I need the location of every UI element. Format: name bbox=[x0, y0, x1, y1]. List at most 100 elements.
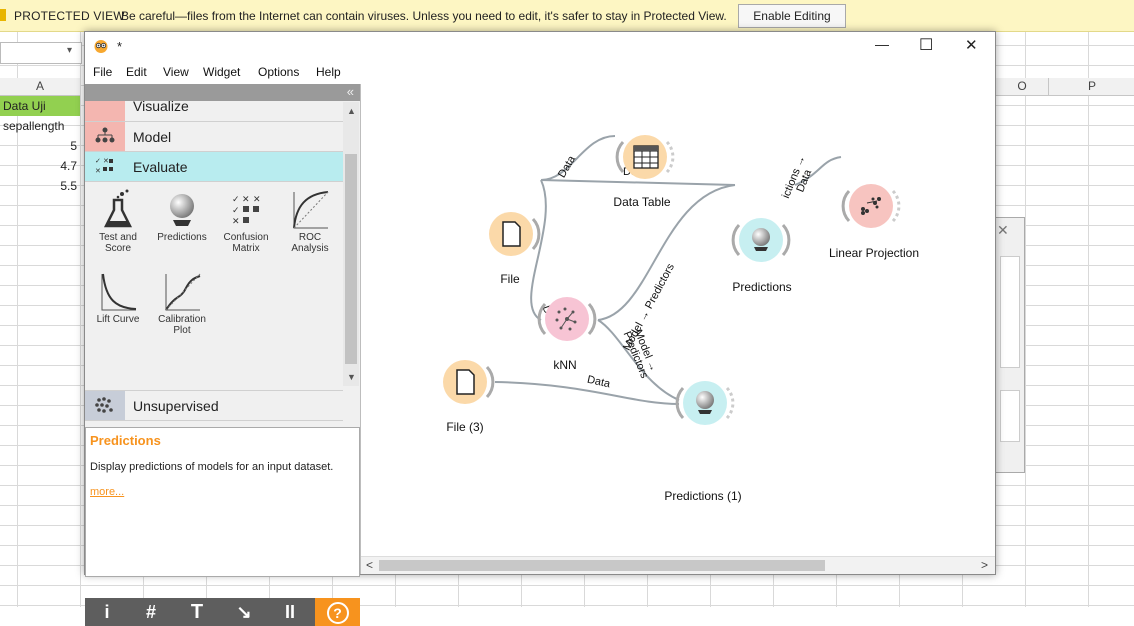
node-label-data-table: Data Table bbox=[613, 195, 671, 209]
category-visualize[interactable]: Visualize bbox=[85, 101, 343, 122]
close-icon[interactable]: ✕ bbox=[997, 222, 1009, 238]
chevron-down-icon[interactable]: ▼ bbox=[347, 372, 356, 382]
evaluate-icon: ✓✕✕ bbox=[85, 152, 125, 181]
svg-text:✕: ✕ bbox=[103, 157, 109, 165]
widget-dock: « ▲ ▼ Visualize Model ✓✕✕ Evaluate bbox=[85, 84, 361, 626]
node-file-3[interactable] bbox=[441, 357, 495, 407]
category-label: Evaluate bbox=[133, 159, 188, 175]
minimize-button[interactable]: — bbox=[875, 36, 889, 52]
tool-confusion-matrix[interactable]: ✓✕✕✓✕ Confusion Matrix bbox=[214, 188, 278, 254]
menu-options[interactable]: Options bbox=[258, 65, 300, 79]
knn-icon bbox=[537, 297, 597, 341]
cell-a5[interactable]: 5.5 bbox=[60, 179, 77, 193]
column-header-a[interactable]: A bbox=[0, 78, 80, 96]
link-file3-predictions1 bbox=[494, 381, 680, 405]
cell-a2[interactable]: sepallength bbox=[3, 119, 65, 133]
background-dialog: ✕ bbox=[993, 217, 1025, 473]
column-header-o[interactable]: O bbox=[995, 78, 1048, 96]
maximize-button[interactable]: ☐ bbox=[919, 37, 934, 54]
node-data-table[interactable] bbox=[615, 132, 677, 184]
tool-label: Lift Curve bbox=[96, 314, 140, 325]
svg-text:✓: ✓ bbox=[232, 206, 240, 216]
link-predictions-linproj bbox=[794, 156, 842, 186]
category-evaluate[interactable]: ✓✕✕ Evaluate bbox=[85, 152, 343, 182]
arrow-annotation-button[interactable]: ↘ bbox=[236, 602, 252, 622]
chevron-left-icon[interactable]: < bbox=[366, 558, 374, 572]
dock-header: « bbox=[85, 84, 360, 101]
tool-roc-analysis[interactable]: ROC Analysis bbox=[278, 188, 342, 254]
menu-file[interactable]: File bbox=[93, 65, 113, 79]
node-predictions[interactable] bbox=[731, 215, 793, 267]
tool-lift-curve[interactable]: Lift Curve bbox=[86, 270, 150, 325]
tool-label: Calibration Plot bbox=[158, 314, 206, 336]
chevron-right-icon[interactable]: > bbox=[981, 558, 989, 572]
orange-logo-icon bbox=[94, 40, 108, 53]
document-icon bbox=[443, 360, 495, 404]
model-icon bbox=[85, 122, 125, 151]
node-file[interactable] bbox=[487, 209, 541, 259]
text-annotation-button[interactable]: T bbox=[190, 601, 204, 623]
enable-editing-button[interactable]: Enable Editing bbox=[738, 4, 846, 28]
chevron-down-icon: ▾ bbox=[67, 45, 73, 56]
cell-a3[interactable]: 5 bbox=[70, 139, 77, 153]
tool-label: Confusion Matrix bbox=[223, 232, 269, 254]
name-box[interactable]: ▾ bbox=[0, 42, 82, 64]
category-model[interactable]: Model bbox=[85, 122, 343, 152]
svg-text:✕: ✕ bbox=[95, 167, 101, 175]
menu-edit[interactable]: Edit bbox=[126, 65, 147, 79]
category-unsupervised[interactable]: Unsupervised bbox=[85, 390, 343, 421]
workflow-canvas[interactable]: Data Data Data Model → Predictors Model … bbox=[361, 84, 995, 574]
crystal-ball-icon bbox=[731, 218, 791, 262]
tool-label: Predictions bbox=[157, 232, 207, 243]
node-label-file: File bbox=[500, 272, 520, 286]
crystal-ball-icon bbox=[170, 194, 194, 226]
menu-help[interactable]: Help bbox=[316, 65, 341, 79]
protected-view-bar: PROTECTED VIEW Be careful—files from the… bbox=[0, 0, 1134, 32]
workflow-links bbox=[494, 135, 842, 405]
node-linear-projection[interactable] bbox=[841, 181, 903, 233]
category-label: Model bbox=[133, 129, 172, 145]
table-icon bbox=[615, 135, 675, 179]
description-title: Predictions bbox=[90, 433, 161, 448]
warning-icon bbox=[0, 9, 6, 21]
node-knn[interactable] bbox=[537, 292, 599, 346]
scrollbar-thumb[interactable] bbox=[345, 154, 357, 364]
tool-calibration-plot[interactable]: Calibration Plot bbox=[150, 270, 214, 336]
document-icon bbox=[489, 212, 541, 256]
tool-predictions[interactable]: Predictions bbox=[150, 188, 214, 243]
dock-scrollbar[interactable]: ▲ ▼ bbox=[343, 102, 359, 386]
chevron-up-icon[interactable]: ▲ bbox=[347, 106, 356, 116]
node-label-predictions: Predictions bbox=[732, 280, 792, 294]
tool-label: ROC Analysis bbox=[291, 232, 329, 254]
svg-text:✕: ✕ bbox=[232, 217, 240, 227]
menu-widget[interactable]: Widget bbox=[203, 65, 241, 79]
dialog-scrollbar[interactable] bbox=[1000, 256, 1020, 368]
link-file-datatable bbox=[540, 135, 616, 181]
link-file-predictions bbox=[540, 179, 736, 186]
info-button[interactable]: i bbox=[104, 602, 110, 622]
collapse-dock-button[interactable]: « bbox=[346, 84, 354, 99]
calibration-plot-icon bbox=[165, 273, 201, 311]
link-file-knn bbox=[530, 179, 547, 321]
scrollbar-thumb[interactable] bbox=[379, 560, 825, 571]
close-button[interactable]: ✕ bbox=[965, 37, 978, 54]
canvas-horizontal-scrollbar[interactable]: < > bbox=[361, 556, 995, 574]
cell-a1[interactable]: Data Uji bbox=[0, 96, 80, 116]
help-button[interactable]: ? bbox=[315, 598, 360, 626]
node-label-knn: kNN bbox=[553, 358, 577, 372]
protected-view-label: PROTECTED VIEW bbox=[14, 9, 125, 23]
help-icon: ? bbox=[326, 602, 349, 624]
cell-a4[interactable]: 4.7 bbox=[60, 159, 77, 173]
more-link[interactable]: more... bbox=[90, 486, 125, 498]
grid-button[interactable]: # bbox=[145, 602, 156, 622]
node-label-linear-projection: Linear Projection bbox=[828, 246, 920, 260]
unsupervised-icon bbox=[85, 391, 125, 420]
tool-test-and-score[interactable]: Test and Score bbox=[86, 188, 150, 254]
column-header-p[interactable]: P bbox=[1048, 78, 1134, 96]
widget-description-panel: Predictions Display predictions of model… bbox=[85, 427, 360, 577]
description-text: Display predictions of models for an inp… bbox=[90, 461, 334, 473]
node-predictions-1[interactable] bbox=[675, 378, 737, 430]
menu-view[interactable]: View bbox=[163, 65, 189, 79]
pause-button[interactable]: II bbox=[284, 602, 295, 622]
orange-window: * — ☐ ✕ File Edit View Widget Options He… bbox=[84, 31, 996, 626]
